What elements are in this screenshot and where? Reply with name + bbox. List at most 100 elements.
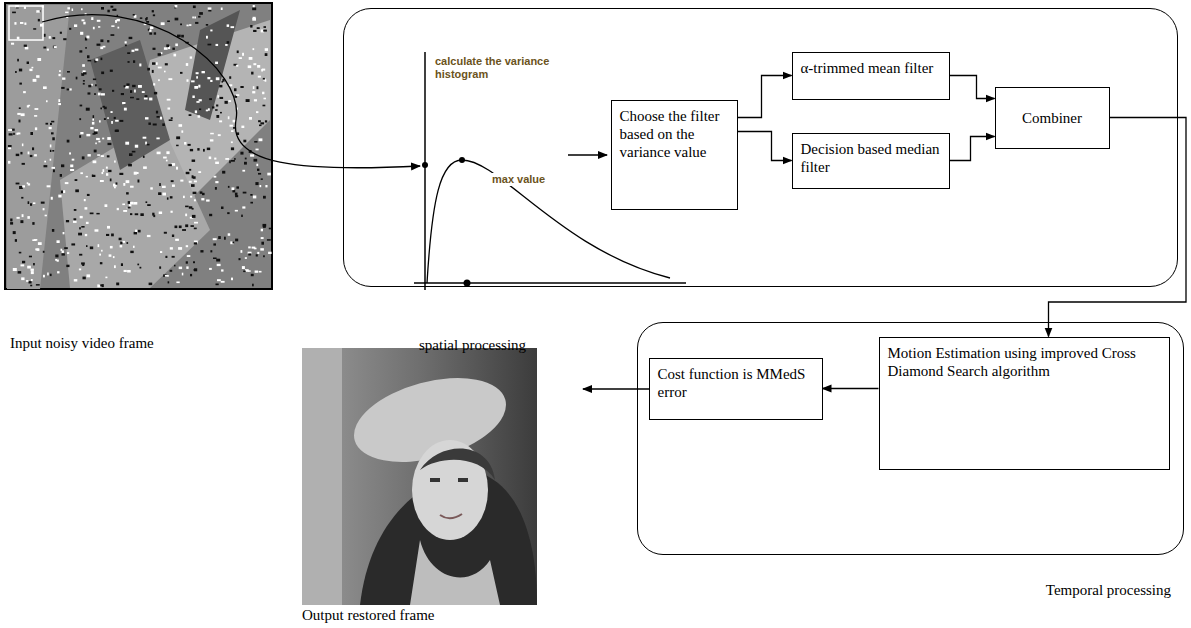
noise-dot [167, 21, 170, 23]
noise-dot [50, 123, 52, 125]
noise-dot [127, 52, 130, 54]
noise-dot [197, 148, 199, 151]
noise-dot [159, 212, 162, 215]
noise-dot [240, 152, 243, 155]
noise-dot [216, 284, 219, 286]
noise-dot [92, 119, 94, 121]
noise-dot [82, 156, 85, 159]
noise-dot [146, 201, 148, 203]
noise-dot [133, 246, 135, 248]
noise-dot [96, 138, 100, 140]
noise-dot [27, 62, 29, 65]
noise-dot [140, 267, 142, 269]
noise-dot [10, 222, 13, 225]
noise-dot [33, 202, 36, 204]
text-label: max value [490, 173, 547, 186]
noise-dot [86, 36, 89, 39]
noise-dot [123, 210, 127, 212]
noise-dot [125, 45, 127, 47]
hair-shape [420, 449, 495, 480]
noise-dot [99, 88, 102, 90]
noise-dot [234, 88, 237, 91]
noise-dot [95, 84, 97, 86]
noise-dot [176, 282, 179, 284]
noise-dot [100, 180, 104, 182]
noise-dot [100, 262, 103, 264]
noise-dot [59, 70, 61, 72]
noise-dot [193, 6, 196, 9]
noise-dot [231, 278, 233, 281]
noise-dot [179, 124, 183, 127]
noise-dot [27, 266, 31, 269]
noise-dot [231, 26, 235, 28]
noise-dot [202, 71, 205, 73]
process-box: α-trimmed mean filter [792, 52, 950, 100]
noise-dot [258, 76, 261, 78]
noise-dot [132, 151, 136, 153]
noise-dot [58, 195, 61, 198]
noise-dot [163, 157, 167, 159]
noise-dot [34, 239, 37, 241]
noise-dot [194, 17, 196, 19]
noise-dot [107, 40, 109, 42]
noise-dot [250, 154, 254, 156]
noise-dot [262, 69, 265, 71]
noise-dot [214, 176, 217, 178]
region-title: Temporal processing [1046, 581, 1171, 599]
noise-dot [88, 60, 92, 62]
noise-dot [142, 91, 145, 93]
noise-dot [117, 208, 119, 210]
noise-dot [138, 85, 142, 88]
noise-dot [192, 96, 194, 99]
noise-dot [195, 110, 197, 113]
noise-dot [66, 265, 69, 267]
noise-dot [80, 32, 83, 35]
noise-dot [235, 193, 238, 196]
noise-dot [111, 34, 115, 36]
noise-dot [75, 189, 79, 192]
noise-dot [259, 125, 262, 127]
noise-dot [214, 158, 216, 160]
noise-dot [55, 259, 57, 261]
noise-dot [112, 9, 114, 11]
noise-dot [135, 213, 139, 215]
noise-dot [227, 41, 230, 44]
noise-dot [189, 114, 192, 116]
noise-dot [210, 80, 212, 82]
noise-dot [55, 255, 58, 258]
noise-dot [190, 196, 192, 198]
noise-dot [114, 265, 116, 268]
noise-dot [67, 89, 70, 91]
noise-dot [49, 127, 52, 129]
noise-dot [195, 22, 198, 24]
noise-dot [64, 247, 68, 249]
noise-dot [152, 62, 156, 65]
noise-dot [102, 138, 104, 140]
noise-dot [191, 184, 195, 187]
noise-dot [129, 153, 133, 156]
noise-dot [251, 72, 253, 75]
noise-dot [62, 78, 65, 80]
noise-dot [235, 195, 238, 197]
noise-dot [161, 22, 165, 25]
noise-dot [115, 120, 119, 122]
noise-dot [262, 92, 264, 95]
x-axis [414, 282, 686, 284]
noise-dot [107, 10, 109, 13]
noise-dot [217, 95, 219, 98]
noise-dot [206, 200, 210, 202]
noise-dot [253, 17, 256, 20]
noise-dot [267, 239, 271, 241]
noise-dot [130, 213, 132, 215]
noise-dot [111, 121, 113, 124]
noise-dot [67, 71, 70, 73]
noise-dot [227, 24, 230, 27]
noise-dot [59, 74, 61, 76]
noise-dot [65, 182, 69, 184]
noise-dot [199, 109, 201, 111]
noise-dot [140, 213, 143, 216]
noise-dot [176, 167, 178, 170]
noise-dot [8, 161, 10, 164]
noise-dot [160, 117, 162, 120]
noise-dot [233, 241, 235, 243]
